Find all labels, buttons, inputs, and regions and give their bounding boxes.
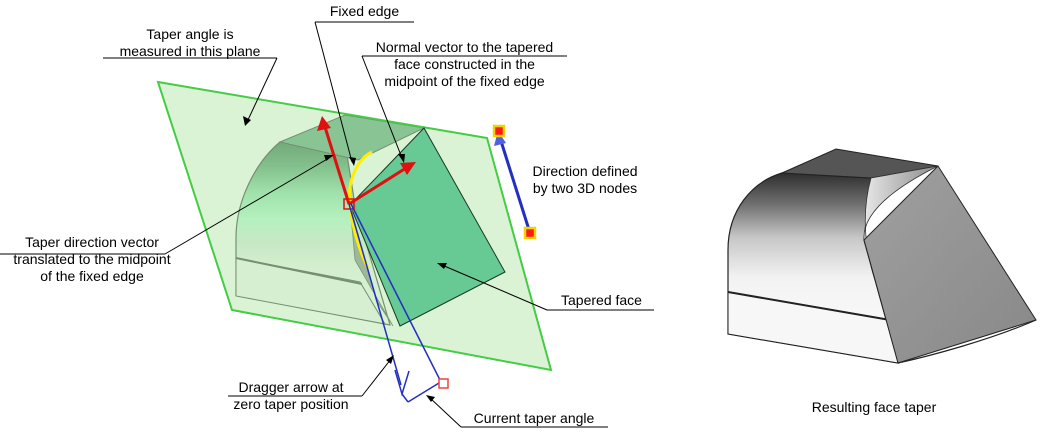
- label-direction-nodes-line-1: Direction defined: [532, 163, 638, 179]
- label-taper-direction-line-1: Taper direction vector: [25, 234, 159, 250]
- label-dragger-arrow-line-1: Dragger arrow at: [238, 379, 344, 395]
- normal-vector-arrows: [317, 116, 416, 206]
- label-tapered-face-text: Tapered face: [561, 292, 642, 308]
- label-dragger-arrow: Dragger arrow at zero taper position: [220, 379, 362, 413]
- midpoint-marker: [343, 198, 355, 210]
- label-dragger-arrow-line-2: zero taper position: [233, 396, 349, 412]
- node-marker-top[interactable]: [492, 124, 506, 138]
- leader-lines: [0, 21, 654, 428]
- label-taper-direction-line-2: translated to the midpoint: [13, 251, 171, 267]
- label-current-angle-text: Current taper angle: [473, 410, 595, 426]
- label-normal-vector-line-1: Normal vector to the tapered: [375, 39, 554, 55]
- caption-result-text: Resulting face taper: [811, 399, 937, 415]
- label-tapered-face: Tapered face: [550, 292, 653, 309]
- label-taper-direction: Taper direction vector translated to the…: [0, 234, 184, 285]
- label-current-angle: Current taper angle: [459, 410, 609, 427]
- label-direction-nodes-line-2: by two 3D nodes: [532, 180, 638, 196]
- result-model: [727, 148, 1037, 364]
- label-fixed-edge-text: Fixed edge: [329, 3, 400, 19]
- label-direction-nodes: Direction defined by two 3D nodes: [518, 163, 652, 197]
- label-taper-plane: Taper angle is measured in this plane: [103, 26, 277, 60]
- label-taper-direction-line-3: of the fixed edge: [40, 268, 144, 284]
- dragger-handle[interactable]: [438, 378, 449, 389]
- caption-result: Resulting face taper: [790, 399, 958, 416]
- label-normal-vector: Normal vector to the tapered face constr…: [357, 39, 572, 90]
- label-fixed-edge: Fixed edge: [315, 3, 414, 20]
- label-taper-plane-line-1: Taper angle is: [146, 26, 234, 42]
- label-normal-vector-line-2: face constructed in the: [394, 56, 535, 72]
- node-marker-bottom[interactable]: [523, 226, 537, 240]
- model-assembly: [156, 80, 553, 403]
- label-normal-vector-line-3: midpoint of the fixed edge: [384, 73, 545, 89]
- dragger-arrow[interactable]: [348, 203, 441, 403]
- label-taper-plane-line-2: measured in this plane: [119, 43, 261, 59]
